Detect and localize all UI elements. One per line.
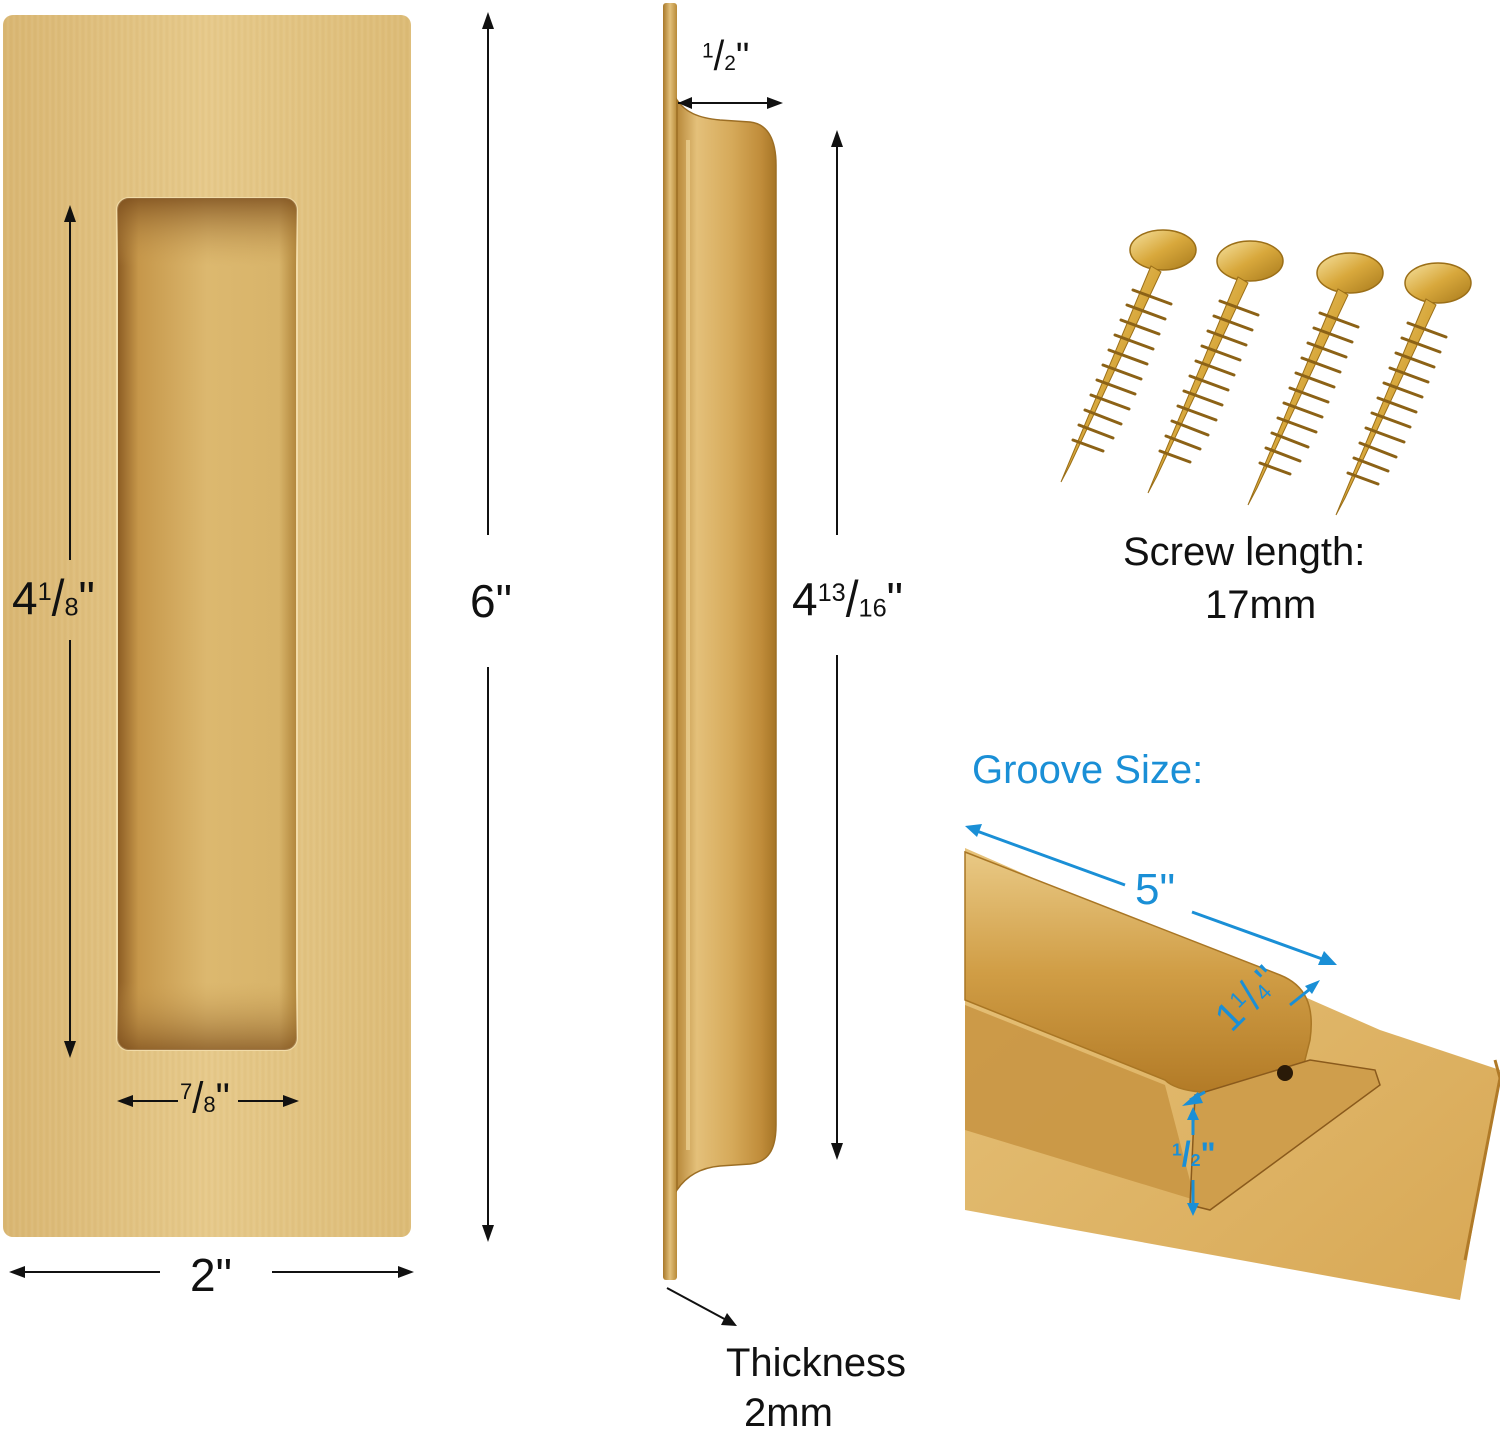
cup-profile xyxy=(676,97,777,1193)
groove-graphic xyxy=(964,824,1500,1300)
plate-edge xyxy=(663,3,677,1280)
plate-width-label: 2" xyxy=(190,1249,232,1301)
screw-length-label: Screw length: xyxy=(1123,530,1366,574)
groove-section: Groove Size: xyxy=(960,740,1500,1300)
side-view: 1/2" 413/16" Thickness 2mm xyxy=(640,0,980,1435)
thickness-value: 2mm xyxy=(744,1391,833,1435)
recess-height-label: 41/8" xyxy=(12,569,95,627)
groove-depth-label: 1/2" xyxy=(1172,1134,1216,1174)
groove-title: Groove Size: xyxy=(972,748,1204,792)
side-profile-graphic xyxy=(663,3,843,1326)
thickness-label: Thickness xyxy=(726,1341,907,1385)
recess-width-label: 7/8" xyxy=(180,1073,230,1123)
screw-icon-3 xyxy=(1246,251,1385,507)
groove-length-label: 5" xyxy=(1135,865,1176,914)
depth-label: 1/2" xyxy=(702,33,750,81)
front-view: 41/8" 7/8" 2" xyxy=(0,0,440,1431)
screws-section: Screw length: 17mm xyxy=(1000,220,1500,640)
screw-length-value: 17mm xyxy=(1205,583,1317,627)
plate-height-dimension xyxy=(482,12,494,1242)
plate-height-label: 6" xyxy=(470,575,512,627)
screw-icon-4 xyxy=(1334,261,1473,517)
screws-graphic xyxy=(1059,228,1473,517)
screw-hole-icon xyxy=(1277,1065,1293,1081)
screw-icon-1 xyxy=(1059,228,1198,484)
front-plate-graphic xyxy=(3,15,414,1278)
screw-icon-2 xyxy=(1146,239,1285,495)
cup-length-label: 413/16" xyxy=(792,570,903,628)
